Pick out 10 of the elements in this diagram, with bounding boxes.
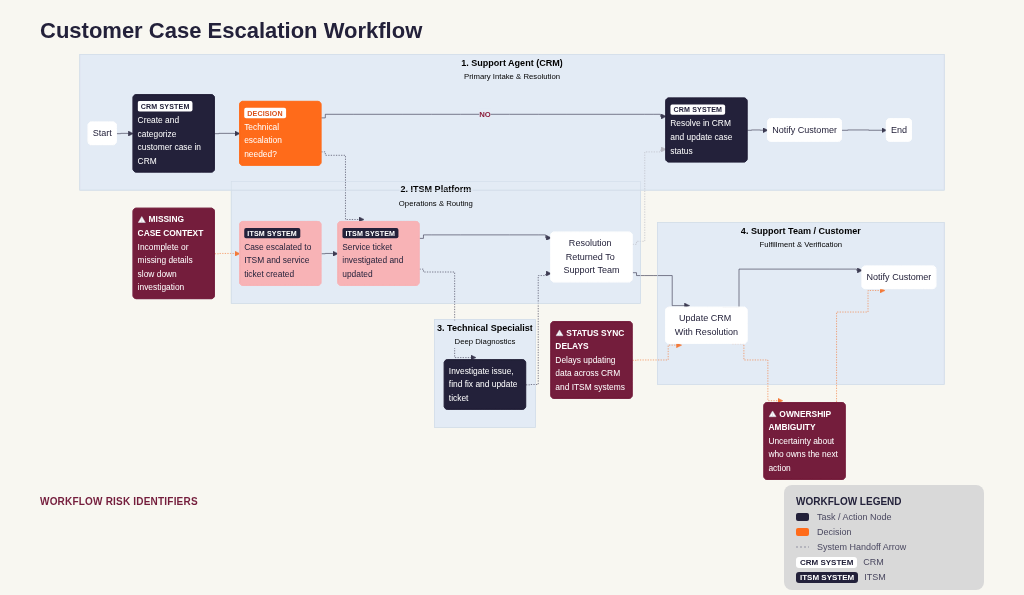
legend-label: Decision <box>817 527 852 537</box>
section-heading: WORKFLOW RISK IDENTIFIERS <box>40 496 198 507</box>
system-tag: CRM SYSTEM <box>796 556 858 568</box>
legend-label: System Handoff Arrow <box>817 542 907 552</box>
legend-label: ITSM <box>864 572 886 582</box>
legend-title: WORKFLOW LEGEND <box>796 496 902 507</box>
system-tag: ITSM SYSTEM <box>796 571 859 583</box>
legend-label: CRM <box>863 557 884 567</box>
legend-label: Task / Action Node <box>817 512 892 522</box>
diagram-title: Customer Case Escalation Workflow <box>40 18 423 44</box>
